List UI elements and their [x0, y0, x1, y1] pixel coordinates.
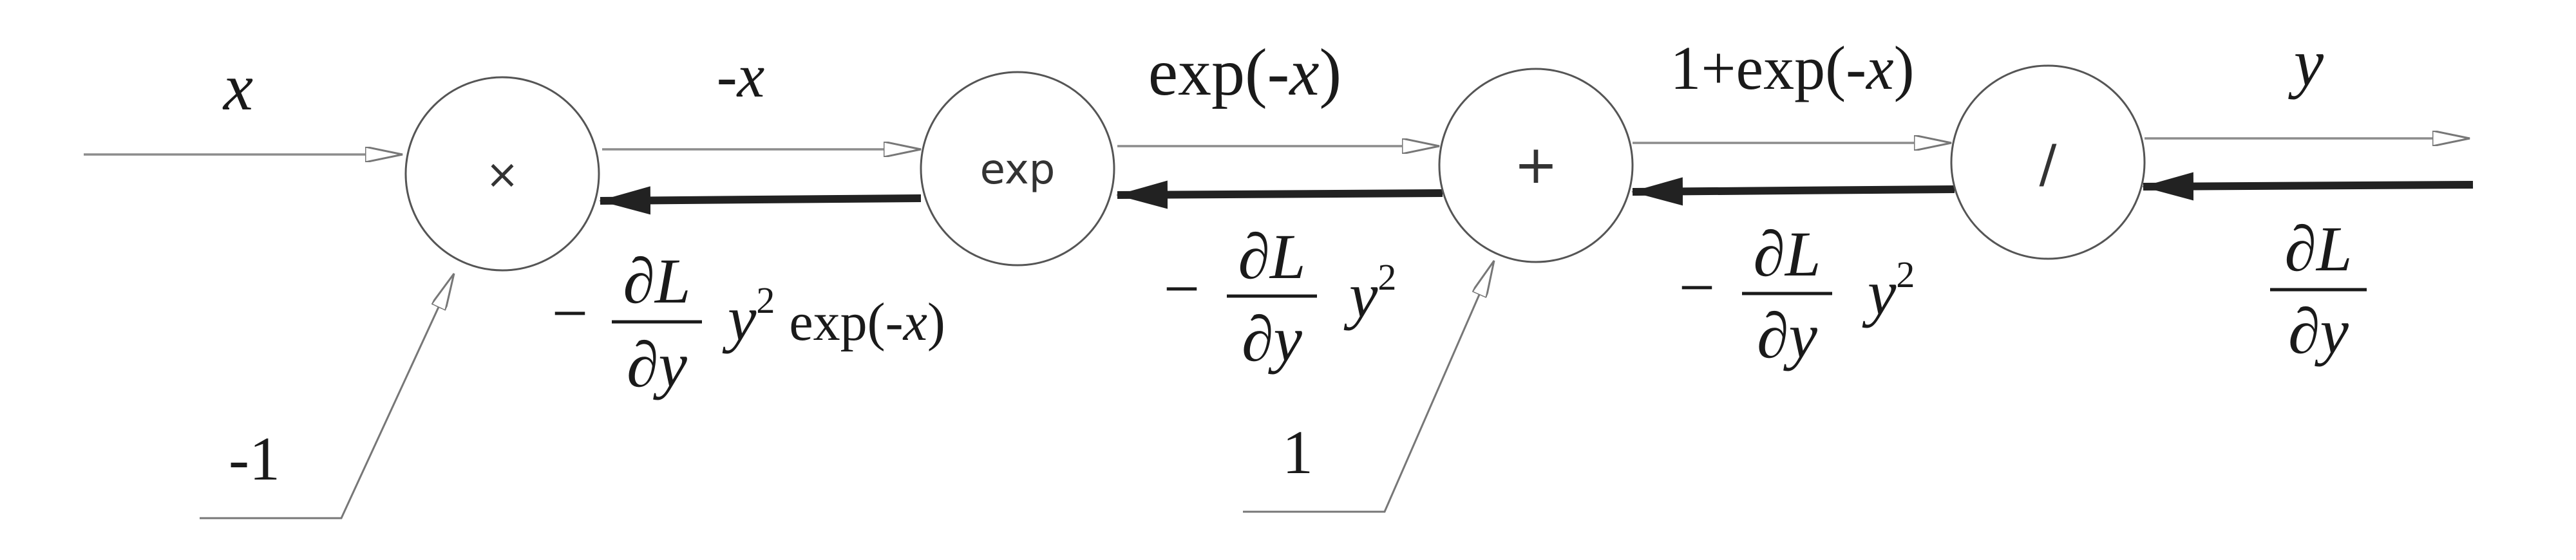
- fraction-numerator: ∂L: [623, 245, 690, 317]
- minus-sign: −: [1679, 252, 1715, 323]
- label-neg-x: -x: [717, 41, 765, 110]
- add-node: +: [1438, 68, 1634, 263]
- y-term: y2: [1343, 256, 1396, 331]
- label-x: x: [222, 50, 253, 124]
- gradient-div-add: − ∂L ∂y y2: [1679, 218, 1915, 371]
- fraction-denominator: ∂y: [627, 329, 687, 400]
- gradient-dL-dy: ∂L ∂y: [2270, 213, 2367, 367]
- y-term: y2: [1862, 254, 1915, 328]
- multiply-node: ×: [404, 76, 600, 272]
- fraction-numerator: ∂L: [2284, 213, 2352, 285]
- gradient-add-exp: − ∂L ∂y y2: [1164, 221, 1397, 375]
- constant-edge-one: [1243, 261, 1494, 513]
- label-one-plus-exp: 1+exp(-x): [1670, 33, 1914, 102]
- label-exp-neg-x: exp(-x): [1148, 35, 1341, 109]
- add-symbol: +: [1514, 135, 1558, 196]
- fraction-denominator: ∂y: [1242, 303, 1302, 375]
- fraction-numerator: ∂L: [1753, 218, 1821, 290]
- fraction-denominator: ∂y: [1757, 300, 1817, 371]
- exp-node: exp: [920, 71, 1115, 266]
- fraction-denominator: ∂y: [2288, 295, 2349, 367]
- divide-node: /: [1950, 64, 2146, 260]
- divide-symbol: /: [2040, 134, 2057, 194]
- backward-edge-upstream: [2142, 172, 2474, 201]
- label-minus-one: -1: [229, 424, 280, 493]
- multiply-symbol: ×: [486, 151, 519, 198]
- backward-edge-add-exp: [1116, 180, 1443, 209]
- minus-sign: −: [552, 277, 588, 349]
- backward-edge-exp-mul: [599, 186, 922, 215]
- constant-edge-minus-one: [200, 274, 454, 519]
- fraction-numerator: ∂L: [1238, 221, 1305, 292]
- label-one: 1: [1282, 418, 1313, 487]
- exp-symbol: exp: [980, 146, 1056, 194]
- backward-edge-div-add: [1631, 177, 1955, 206]
- minus-sign: −: [1164, 253, 1200, 324]
- label-y: y: [2288, 26, 2324, 100]
